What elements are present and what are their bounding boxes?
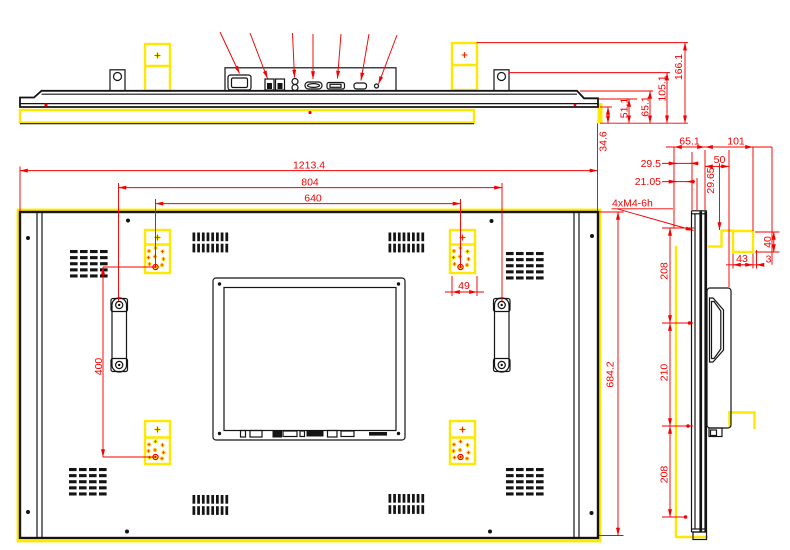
io-cutouts [239, 429, 387, 438]
mount-bracket-highlight [18, 108, 476, 124]
chassis-profile [19, 89, 599, 108]
dim-50: 50 [714, 154, 726, 166]
mount-pad-bl [143, 419, 172, 466]
switch-module2 [274, 78, 286, 91]
side-view: 65.1 101 29.5 50 21.05 29.65 [635, 135, 780, 541]
dim-3: 3 [766, 253, 772, 265]
top-view: 34.6 51.1 65.1 105.1 166.1 [18, 31, 688, 152]
dim-total-width: 1213.4 [293, 159, 325, 171]
mount-pad-br [448, 419, 477, 466]
lug-left [109, 69, 126, 92]
dim-208a: 208 [659, 262, 671, 280]
dim-total-height: 684.2 [605, 361, 617, 387]
dim-34-6: 34.6 [598, 131, 610, 152]
handle-right [492, 297, 511, 373]
dc-jack [373, 83, 380, 89]
dim-29-5: 29.5 [641, 158, 662, 170]
dim-43: 43 [736, 253, 748, 265]
mount-hole-markers [152, 263, 464, 461]
dim-101: 101 [727, 135, 745, 147]
front-view-dimensions: 1213.4 804 640 49 400 [19, 123, 694, 536]
vesa-boss [708, 297, 725, 363]
edge-screws [26, 218, 594, 534]
handle-left [110, 297, 129, 373]
dim-651: 65.1 [679, 135, 700, 147]
display-cutout [212, 277, 406, 441]
mount-pad-tr [448, 228, 477, 275]
vent-grille [70, 250, 108, 278]
vesa-bracket-top-right [450, 41, 479, 92]
chassis-rear [18, 210, 600, 540]
dim-handle-spacing: 804 [301, 176, 319, 188]
dim-mount-width: 49 [458, 280, 470, 292]
dim-65-1: 65.1 [640, 96, 652, 117]
thread-note: 4xM4-6h [612, 198, 653, 210]
vent-grille [388, 232, 425, 253]
dim-mount-spacing-h: 640 [304, 192, 322, 204]
mount-bracket-highlight-end [597, 103, 603, 123]
io-panel [224, 67, 397, 92]
vent-grille [192, 495, 229, 515]
dvi-port [326, 81, 346, 90]
side-view-dimensions: 65.1 101 29.5 50 21.05 29.65 [635, 135, 780, 519]
side-profile [690, 210, 732, 541]
connector-callout-leaders [219, 31, 398, 85]
dim-166-1: 166.1 [673, 54, 685, 80]
dim-21-05: 21.05 [635, 176, 661, 188]
panel-highlight-frame [16, 208, 602, 543]
audio-jacks [291, 77, 299, 92]
dim-210: 210 [659, 364, 671, 382]
bracket-block-highlight [731, 229, 755, 254]
front-view: 1213.4 804 640 49 400 [16, 123, 694, 543]
lug-right [493, 69, 510, 92]
dim-29-65: 29.65 [705, 167, 717, 193]
vent-grille [69, 468, 107, 496]
vesa-bracket-top-left [143, 42, 172, 92]
top-view-dimensions: 34.6 51.1 65.1 105.1 166.1 [476, 42, 688, 152]
hdmi-port [353, 82, 368, 90]
vga-port [304, 81, 323, 90]
vent-grille [506, 252, 544, 280]
dim-mount-spacing-v: 400 [93, 358, 105, 376]
power-inlet [227, 74, 252, 91]
dim-208b: 208 [659, 466, 671, 484]
vent-grille [506, 468, 544, 496]
dim-51-1: 51.1 [619, 98, 631, 119]
vent-grille [192, 232, 229, 253]
vent-grille [388, 494, 425, 514]
dim-40: 40 [762, 236, 774, 248]
dim-105-1: 105.1 [657, 75, 669, 101]
switch-module [264, 78, 275, 91]
